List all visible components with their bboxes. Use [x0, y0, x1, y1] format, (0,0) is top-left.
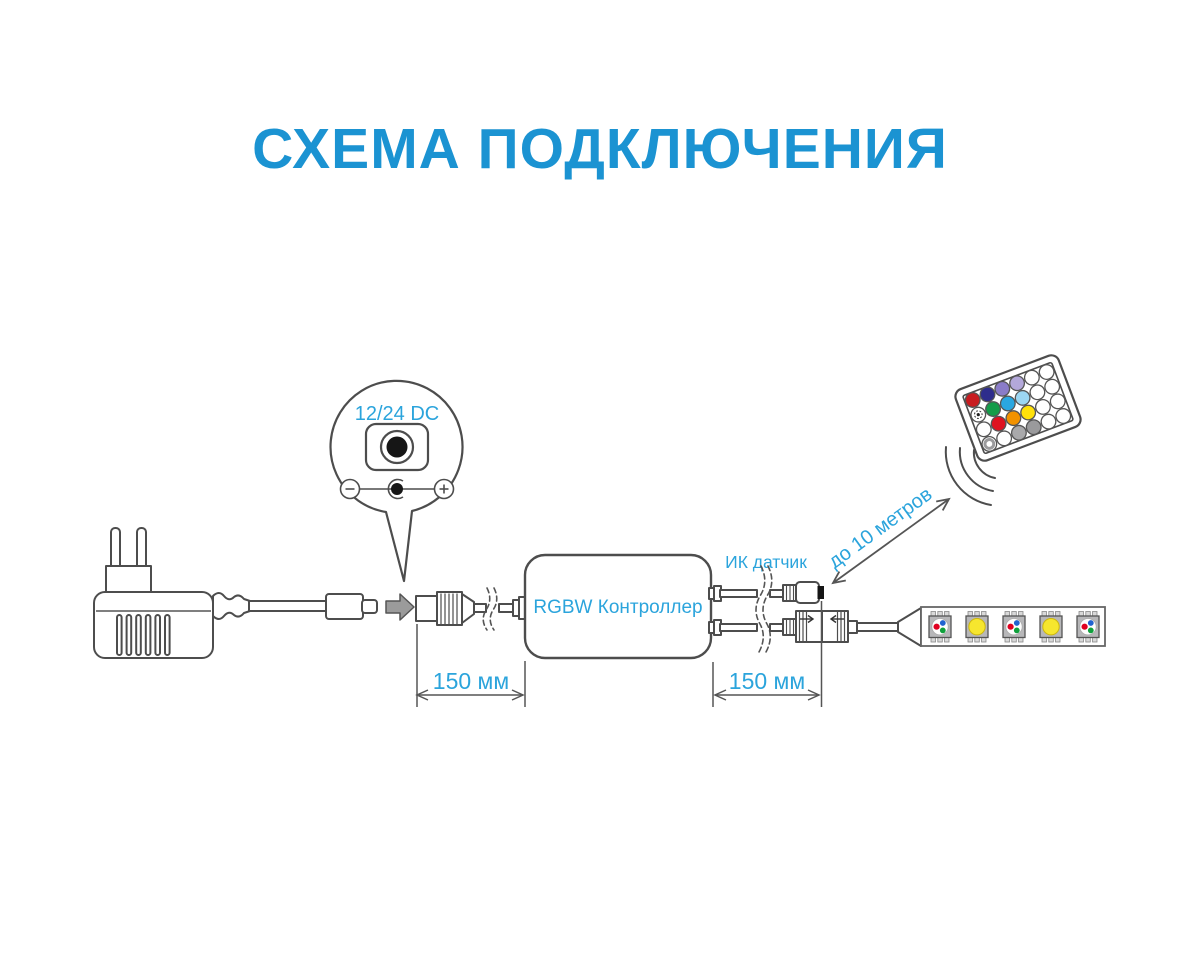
- remote-control-icon: [954, 354, 1082, 462]
- controller-box: RGBW Контроллер: [523, 553, 713, 660]
- led-chip: [1039, 611, 1063, 643]
- dimension-left-label: 150 мм: [433, 668, 509, 694]
- remote-button: [990, 415, 1007, 432]
- range-label: до 10 метров: [824, 483, 936, 573]
- remote-button: [996, 430, 1013, 447]
- remote-button: [1010, 424, 1027, 441]
- remote-button: [1020, 404, 1037, 421]
- callout-bubble: 12/24 DC: [329, 379, 464, 583]
- remote-button: [975, 421, 992, 438]
- dimension-left: 150 мм: [415, 624, 526, 707]
- remote-button: [1038, 364, 1055, 381]
- range-arrow: [831, 497, 951, 585]
- remote-button: [1055, 408, 1072, 424]
- dimension-right: 150 мм: [712, 601, 823, 707]
- remote-button: [999, 395, 1016, 412]
- ir-sensor-icon: [795, 581, 824, 604]
- remote-buttons: [964, 364, 1072, 452]
- dc-socket-front-icon: [364, 422, 430, 472]
- remote-button: [1025, 419, 1042, 436]
- remote-button: [1049, 393, 1066, 410]
- remote-button: [964, 392, 981, 408]
- eu-plug-prongs-icon: [110, 527, 147, 571]
- dc-plug-icon: [325, 593, 378, 620]
- cable-break-mark: [482, 587, 498, 631]
- dc-jack-icon: [415, 591, 475, 626]
- remote-button: [994, 380, 1011, 397]
- ir-sensor-cable: [708, 584, 797, 602]
- remote-button: [1009, 375, 1026, 392]
- power-adapter-icon: [93, 527, 378, 659]
- strain-relief: [212, 592, 251, 620]
- page-title: СХЕМА ПОДКЛЮЧЕНИЯ: [252, 117, 948, 181]
- dimension-right-label: 150 мм: [729, 668, 805, 694]
- strip-cable: [708, 618, 797, 636]
- remote-button: [1044, 378, 1061, 395]
- ir-sensor-label: ИК датчик: [725, 552, 807, 572]
- insert-arrow-icon: [385, 593, 415, 621]
- remote-button: [1023, 369, 1040, 386]
- remote-button: [979, 386, 996, 403]
- strip-connector: [897, 607, 922, 647]
- adapter-vents: [116, 614, 171, 656]
- remote-button: [1014, 389, 1031, 406]
- remote-button: [1029, 384, 1046, 401]
- remote-button: [1040, 413, 1057, 430]
- controller-label: RGBW Контроллер: [533, 597, 702, 618]
- led-chip: [965, 611, 989, 643]
- ir-window: [817, 586, 824, 599]
- led-chips: [928, 611, 1100, 643]
- led-chip: [928, 611, 952, 643]
- remote-button: [1005, 410, 1022, 427]
- voltage-label: 12/24 DC: [355, 403, 440, 425]
- led-chip: [1002, 611, 1026, 643]
- led-chip: [1076, 611, 1100, 643]
- mating-arrows-icon: [800, 614, 844, 624]
- cable-break-mark: [755, 565, 773, 653]
- led-strip-icon: [920, 606, 1106, 647]
- remote-button: [1034, 399, 1051, 415]
- ir-waves-icon: [944, 446, 996, 506]
- connector-coupler-icon: [795, 610, 858, 643]
- remote-button: [985, 401, 1002, 418]
- polarity-symbol-icon: [339, 478, 455, 500]
- power-cable: [248, 600, 329, 612]
